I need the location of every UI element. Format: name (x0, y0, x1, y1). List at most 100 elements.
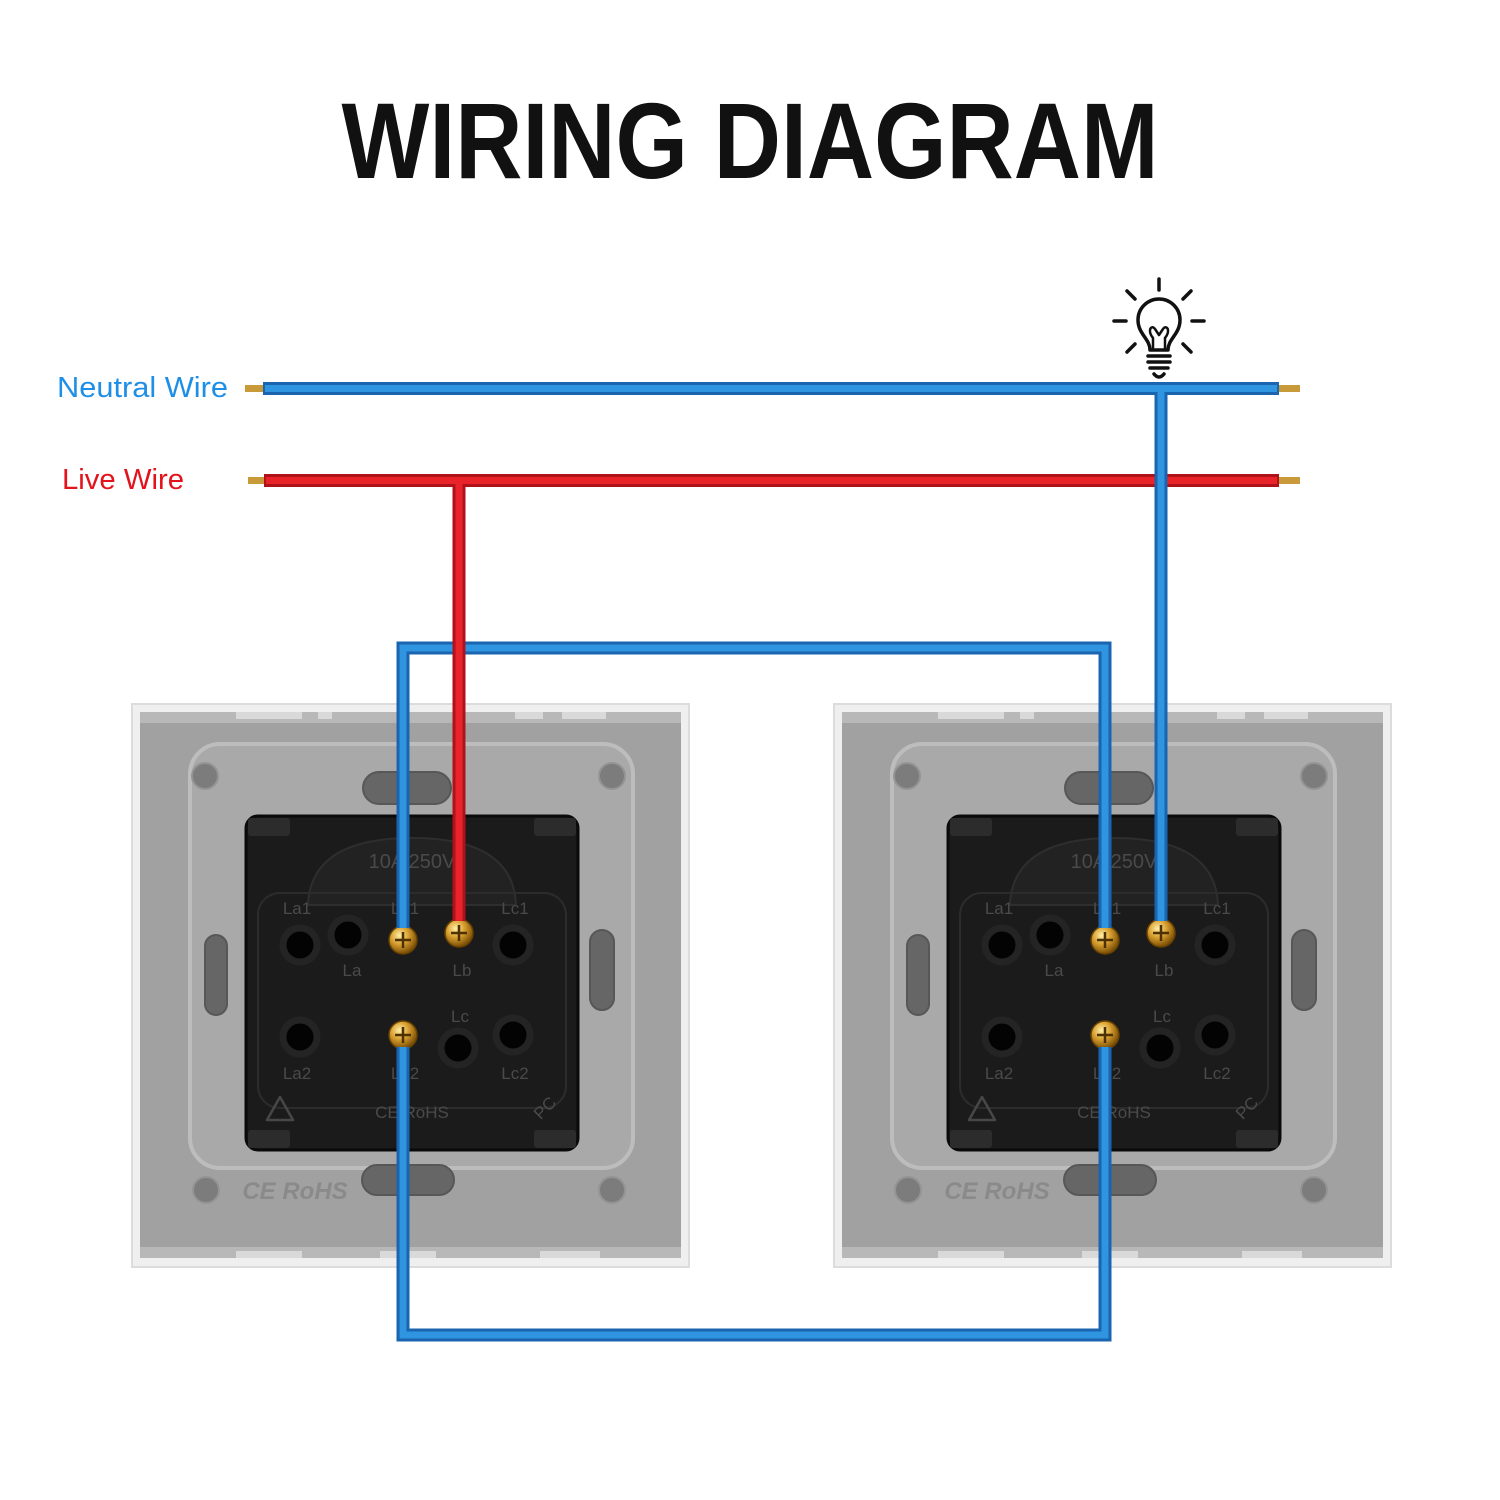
lamp-ray (1125, 342, 1137, 354)
traveler-wire-bottom (396, 1047, 1112, 1342)
terminal-screw (388, 1020, 418, 1050)
recycle-icon (967, 1095, 997, 1122)
live-wire (248, 474, 1300, 487)
lamp-glass (1136, 297, 1182, 352)
plate-notch (1020, 712, 1034, 719)
terminal-label-lc: Lc (1153, 1007, 1171, 1026)
wire-tip (1277, 385, 1300, 392)
plate-top-band (842, 712, 1383, 723)
terminal-hole (327, 914, 369, 956)
plate-notch (515, 712, 543, 719)
module-tab (534, 818, 576, 836)
screw-slot (1097, 932, 1113, 948)
terminal-hole (437, 1027, 479, 1069)
plate-notch (236, 1251, 302, 1258)
terminal-hole (1194, 1014, 1236, 1056)
plate-slot-right (589, 929, 615, 1011)
mounting-hole (893, 762, 921, 790)
terminal-label-lc1: Lc1 (1203, 899, 1230, 918)
mounting-hole (1300, 762, 1328, 790)
plate-notch (938, 712, 1004, 719)
terminal-label-la2: La2 (283, 1064, 311, 1083)
plate-notch (236, 712, 302, 719)
terminal-hole (981, 924, 1023, 966)
terminal-label-la1: La1 (985, 899, 1013, 918)
mounting-holes (191, 762, 626, 1204)
terminal-label-lb: Lb (453, 961, 472, 980)
mounting-hole (598, 1176, 626, 1204)
terminal-label-lc2: Lc2 (1203, 1064, 1230, 1083)
plate-notch (938, 1251, 1004, 1258)
neutral-wire-label: Neutral Wire (57, 372, 228, 404)
module-tab (248, 1130, 290, 1148)
neutral-wire (245, 382, 1300, 395)
wire-tip (248, 477, 266, 484)
terminal-panel (257, 892, 567, 1109)
terminal-screw (388, 925, 418, 955)
plate-top-band (140, 712, 681, 723)
switch-1: 10A 250V La1 Lb1 Lc1 La Lb Lc La2 Lb2 Lc… (131, 703, 690, 1268)
terminal-screws (388, 918, 474, 1050)
module-tab (248, 818, 290, 836)
module-tab (950, 1130, 992, 1148)
terminal-label-lb: Lb (1155, 961, 1174, 980)
terminal-hole (492, 924, 534, 966)
terminal-holes (981, 914, 1236, 1069)
wire-tip (245, 385, 265, 392)
plate-certification-mark: CE RoHS (242, 1178, 347, 1205)
terminal-screw (1090, 1020, 1120, 1050)
switch-module: 10A 250V La1 Lb1 Lc1 La Lb Lc La2 Lb2 Lc… (946, 814, 1282, 1152)
module-corner-tabs (950, 818, 1278, 1148)
module-rating: 10A 250V (369, 851, 456, 873)
terminal-label-la: La (1045, 961, 1064, 980)
terminal-hole (279, 1016, 321, 1058)
terminal-label-la: La (343, 961, 362, 980)
screw-slot (395, 1027, 411, 1043)
screw-slot (1097, 1027, 1113, 1043)
switch-module: 10A 250V La1 Lb1 Lc1 La Lb Lc La2 Lb2 Lc… (244, 814, 580, 1152)
module-rating: 10A 250V (1071, 851, 1158, 873)
module-certification-mark: CE RoHS (375, 1103, 449, 1122)
module-tab (1236, 1130, 1278, 1148)
plate-certification-mark: CE RoHS (944, 1178, 1049, 1205)
module-certification-mark: CE RoHS (1077, 1103, 1151, 1122)
terminal-screw (1090, 925, 1120, 955)
switches: 10A 250V La1 Lb1 Lc1 La Lb Lc La2 Lb2 Lc… (131, 703, 1392, 1268)
screw-slot (395, 932, 411, 948)
plate-notch (318, 712, 332, 719)
terminal-hole (279, 924, 321, 966)
plate-notch (1264, 712, 1308, 719)
terminal-label-lc: Lc (451, 1007, 469, 1026)
terminal-label-lc2: Lc2 (501, 1064, 528, 1083)
lamp-base (1146, 354, 1172, 370)
mounting-holes (893, 762, 1328, 1204)
lamp-ray (1181, 289, 1193, 301)
mounting-hole (894, 1176, 922, 1204)
terminal-hole (981, 1016, 1023, 1058)
lamp-base-tip (1152, 372, 1166, 379)
terminal-panel (959, 892, 1269, 1109)
wire-tip (1277, 477, 1300, 484)
terminal-label-lc1: Lc1 (501, 899, 528, 918)
module-tab (1236, 818, 1278, 836)
terminal-screw (1146, 918, 1176, 948)
plate-slot-right (1291, 929, 1317, 1011)
traveler-wire-top (396, 641, 1112, 928)
module-tab (534, 1130, 576, 1148)
terminal-screws (1090, 918, 1176, 1050)
recycle-icon (265, 1095, 295, 1122)
plate-notch (1217, 712, 1245, 719)
wire-core (399, 1047, 1109, 1339)
lightbulb-icon (1112, 277, 1206, 379)
mounting-hole (1300, 1176, 1328, 1204)
plate-notch (562, 712, 606, 719)
lamp-ray (1181, 342, 1193, 354)
terminal-holes (279, 914, 534, 1069)
plate-notch (1242, 1251, 1302, 1258)
wires (245, 382, 1300, 1342)
lamp-filament (1148, 326, 1170, 351)
terminal-label-la1: La1 (283, 899, 311, 918)
plate-slot-left (906, 934, 930, 1016)
